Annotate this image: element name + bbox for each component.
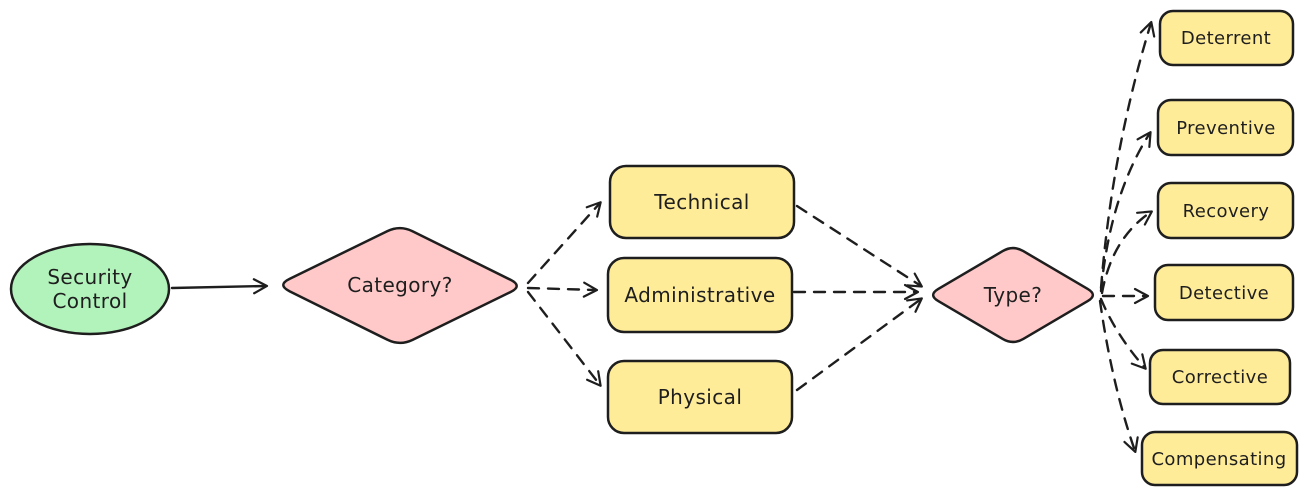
rounded-rect-shape [606, 359, 794, 435]
edge-type-to-compensating [1098, 299, 1139, 454]
node-security-control: Security Control [9, 242, 171, 336]
node-label: Type? [983, 283, 1043, 307]
edge-category-to-physical [526, 290, 602, 387]
edge-physical-to-type [795, 297, 923, 392]
node-label: Compensating [1151, 449, 1286, 470]
node-technical: Technical [608, 164, 796, 240]
rounded-rect-shape [608, 164, 796, 240]
nodes-layer: Security Control Category? Technical Adm… [9, 9, 1299, 487]
node-label: Physical [658, 385, 743, 409]
node-detective: Detective [1153, 263, 1295, 322]
node-label: Preventive [1176, 118, 1276, 139]
node-label: Administrative [624, 283, 775, 307]
node-administrative: Administrative [606, 256, 794, 334]
node-physical: Physical [606, 359, 794, 435]
rounded-rect-shape [1158, 9, 1295, 67]
edge-category-to-administrative [526, 281, 599, 298]
edge-security-control-to-category [170, 278, 269, 295]
node-type: Type? [931, 246, 1095, 344]
node-label: Technical [653, 190, 749, 214]
diamond-shape [282, 226, 518, 345]
node-label: Corrective [1172, 367, 1268, 388]
node-label: Recovery [1183, 201, 1270, 222]
edges-layer [170, 20, 1156, 454]
node-label: Security [47, 265, 132, 289]
edge-type-to-recovery [1100, 210, 1153, 295]
rounded-rect-shape [606, 256, 794, 334]
rounded-rect-shape [1156, 181, 1295, 240]
node-compensating: Compensating [1140, 430, 1299, 487]
edge-type-to-corrective [1099, 297, 1147, 370]
diamond-shape [931, 246, 1095, 344]
node-corrective: Corrective [1148, 348, 1292, 406]
node-recovery: Recovery [1156, 181, 1295, 240]
rounded-rect-shape [1148, 348, 1292, 406]
edge-type-to-preventive [1099, 131, 1152, 293]
node-label: Category? [347, 273, 453, 297]
node-label: Detective [1179, 283, 1269, 304]
rounded-rect-shape [1153, 263, 1295, 322]
ellipse-shape [9, 242, 171, 336]
edge-type-to-deterrent [1099, 20, 1156, 290]
node-preventive: Preventive [1156, 98, 1295, 157]
rounded-rect-shape [1156, 98, 1295, 157]
node-category: Category? [282, 226, 518, 345]
node-label: Deterrent [1181, 28, 1271, 49]
node-label: Control [52, 289, 127, 313]
rounded-rect-shape [1140, 430, 1299, 487]
node-deterrent: Deterrent [1158, 9, 1295, 67]
edge-category-to-technical [526, 201, 602, 285]
edge-technical-to-type [795, 204, 923, 288]
